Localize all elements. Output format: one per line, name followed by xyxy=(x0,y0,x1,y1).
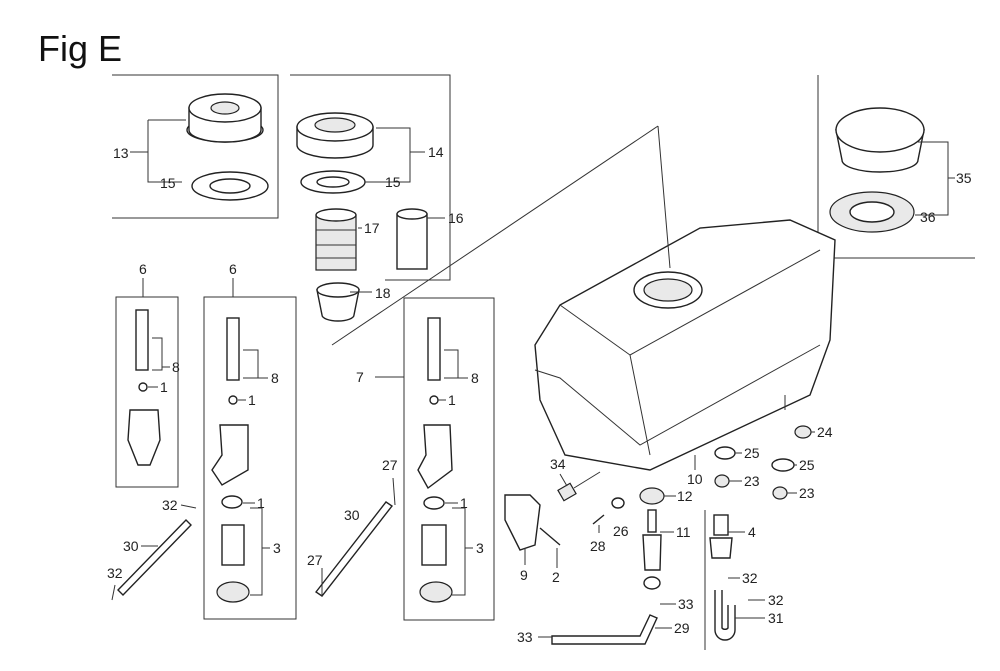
washer-26 xyxy=(611,497,625,509)
callout-1: 1 xyxy=(257,495,265,511)
fuel-tank-10 xyxy=(534,219,836,471)
filter-11 xyxy=(642,509,662,590)
callout-11: 11 xyxy=(676,524,691,540)
callout-32: 32 xyxy=(162,497,178,513)
callout-23: 23 xyxy=(799,485,815,501)
tank-leader-lines xyxy=(331,125,671,346)
bolt-34 xyxy=(557,471,601,502)
nut-23a xyxy=(714,474,730,488)
callout-1: 1 xyxy=(248,392,256,408)
callout-1: 1 xyxy=(448,392,456,408)
collar-18 xyxy=(316,282,360,322)
callout-29: 29 xyxy=(674,620,690,636)
box-lines-right xyxy=(704,395,786,650)
inset-box-valve-7 xyxy=(403,297,495,621)
callout-30: 30 xyxy=(123,538,139,554)
callout-3: 3 xyxy=(476,540,484,556)
strainer-16 xyxy=(396,208,428,270)
strainer-17 xyxy=(315,208,357,271)
fuel-valve-assembly-6b xyxy=(211,317,250,603)
callout-25: 25 xyxy=(799,457,815,473)
fuel-valve-assembly-6a xyxy=(127,309,161,466)
figure-title: Fig E xyxy=(38,28,123,69)
screw-28 xyxy=(592,514,605,525)
callout-4: 4 xyxy=(748,524,756,540)
inset-box-valve-6a xyxy=(115,296,179,488)
gasket-36 xyxy=(829,191,915,233)
fuel-cock-lever-9 xyxy=(504,494,541,551)
callout-7: 7 xyxy=(356,369,364,385)
callout-33: 33 xyxy=(517,629,533,645)
callout-8: 8 xyxy=(471,370,479,386)
callout-34: 34 xyxy=(550,456,566,472)
callout-32: 32 xyxy=(742,570,758,586)
inset-box-cap-13 xyxy=(112,74,279,219)
nut-23b xyxy=(772,486,788,500)
callout-36: 36 xyxy=(920,209,936,225)
callout-12: 12 xyxy=(677,488,693,504)
callout-13: 13 xyxy=(113,145,129,161)
callout-1: 1 xyxy=(160,379,168,395)
fuel-filter-4 xyxy=(709,514,733,559)
callout-25: 25 xyxy=(744,445,760,461)
callout-6: 6 xyxy=(139,261,147,277)
fuel-cap-13 xyxy=(186,93,264,143)
fuel-tube-30b xyxy=(314,501,394,597)
gasket-15b xyxy=(300,170,366,194)
callout-18: 18 xyxy=(375,285,391,301)
callout-30: 30 xyxy=(344,507,360,523)
callout-10: 10 xyxy=(687,471,703,487)
callout-27: 27 xyxy=(307,552,323,568)
callout-15: 15 xyxy=(385,174,401,190)
hose-29 xyxy=(551,614,658,645)
leader-lines xyxy=(111,119,955,638)
callout-2: 2 xyxy=(552,569,560,585)
callout-23: 23 xyxy=(744,473,760,489)
callout-1: 1 xyxy=(460,495,468,511)
callout-14: 14 xyxy=(428,144,444,160)
callout-17: 17 xyxy=(364,220,380,236)
callout-31: 31 xyxy=(768,610,784,626)
inset-box-cap-14 xyxy=(290,74,451,281)
callout-32: 32 xyxy=(768,592,784,608)
callout-8: 8 xyxy=(271,370,279,386)
callout-24: 24 xyxy=(817,424,833,440)
fuel-tube-30a xyxy=(117,519,192,596)
callout-28: 28 xyxy=(590,538,606,554)
fuel-cap-14 xyxy=(296,112,374,159)
callout-8: 8 xyxy=(172,359,180,375)
callout-35: 35 xyxy=(956,170,972,186)
callout-3: 3 xyxy=(273,540,281,556)
cushion-25a xyxy=(714,446,736,460)
callout-32: 32 xyxy=(107,565,123,581)
fuel-valve-assembly-7 xyxy=(417,317,453,603)
inset-box-valve-6b xyxy=(203,296,297,620)
callout-15: 15 xyxy=(160,175,176,191)
callout-labels: 13 15 14 15 17 16 18 35 36 6 8 1 6 8 1 1… xyxy=(107,144,972,645)
callout-6: 6 xyxy=(229,261,237,277)
gasket-15a xyxy=(191,171,269,201)
callout-16: 16 xyxy=(448,210,464,226)
callout-9: 9 xyxy=(520,567,528,583)
cushion-25b xyxy=(771,458,795,472)
screw-2 xyxy=(539,527,561,546)
nut-24 xyxy=(794,425,812,439)
fuel-cap-35 xyxy=(835,107,925,173)
callout-27: 27 xyxy=(382,457,398,473)
grommet-12 xyxy=(639,487,665,505)
tube-31 xyxy=(714,590,736,641)
callout-26: 26 xyxy=(613,523,629,539)
callout-33: 33 xyxy=(678,596,694,612)
